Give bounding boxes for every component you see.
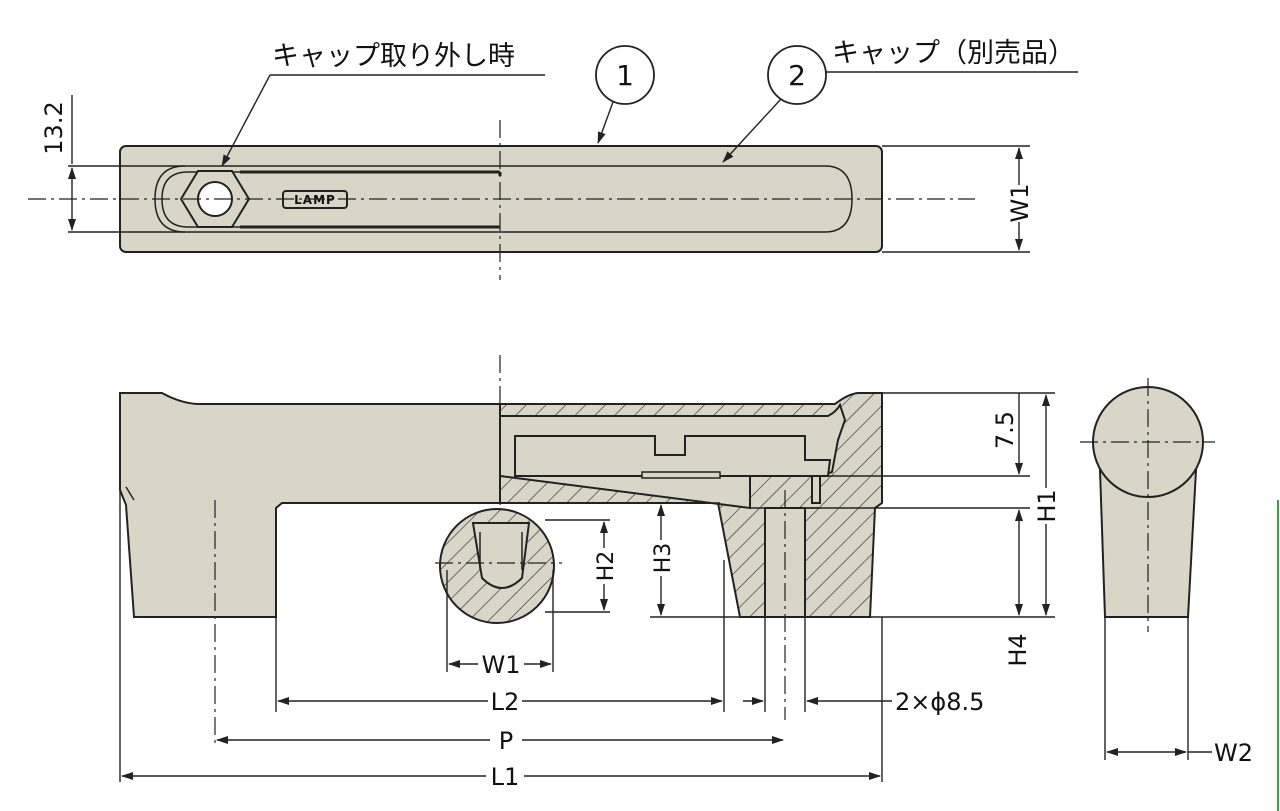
dim-7-5: 7.5 <box>991 411 1019 449</box>
cap-clip <box>641 471 721 479</box>
dim-L2: L2 <box>491 688 520 716</box>
leader-cap-removed <box>221 74 271 167</box>
balloon-1 <box>595 45 655 105</box>
grip-insert-pocket <box>471 522 531 589</box>
front-view: H2 H3 7.5 H1 H4 W1 L2 <box>119 355 1062 791</box>
dim-H4: H4 <box>1004 633 1032 666</box>
cap-insert <box>514 435 832 477</box>
dim-H3: H3 <box>651 543 676 574</box>
dim-L1: L1 <box>491 763 520 791</box>
callout-cap-removed: キャップ取り外し時 <box>272 41 515 72</box>
dim-P: P <box>499 727 513 755</box>
dim-W2: W2 <box>1214 739 1253 767</box>
balloon-2 <box>767 45 827 105</box>
dim-W1-top: W1 <box>1006 184 1034 223</box>
balloon-1-label: 1 <box>616 59 634 92</box>
dim-H1: H1 <box>1033 489 1061 522</box>
top-view: LAMP 13.2 W1 キャップ取り外し時 1 2 キャップ（別売品） <box>28 38 1078 280</box>
lamp-logo-text: LAMP <box>294 193 336 207</box>
side-view: W2 <box>1080 378 1253 767</box>
cap-slot-outline <box>154 165 853 233</box>
dim-W1-section: W1 <box>482 651 521 679</box>
callout-cap-sold-separately: キャップ（別売品） <box>832 38 1075 69</box>
dim-13-2: 13.2 <box>40 101 68 154</box>
front-body-left <box>119 392 501 618</box>
dim-H2: H2 <box>594 551 619 582</box>
balloon-2-label: 2 <box>788 59 806 92</box>
dim-hole-spec: 2×ϕ8.5 <box>895 688 984 716</box>
